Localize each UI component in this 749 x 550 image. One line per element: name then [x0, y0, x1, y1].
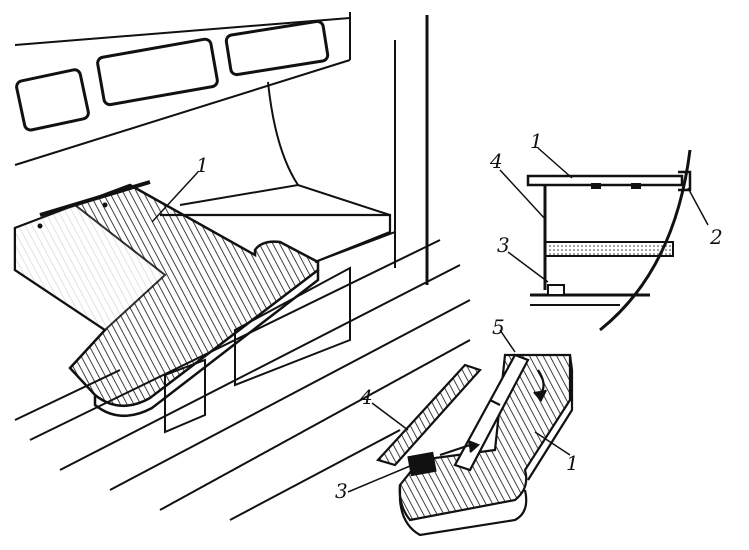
label-1-section: 1 — [530, 129, 543, 153]
label-4-parts: 4 — [359, 385, 373, 409]
leader-lines — [151, 147, 709, 493]
label-3-parts: 3 — [335, 479, 348, 503]
cross-section-view — [526, 149, 692, 332]
exploded-parts — [375, 353, 574, 537]
label-1-parts: 1 — [566, 451, 579, 475]
label-2-section: 2 — [709, 225, 723, 249]
label-4-section: 4 — [489, 149, 503, 173]
table-top-installed — [13, 180, 320, 418]
cabin-windows — [15, 19, 330, 132]
cabin-scene — [14, 12, 471, 521]
label-5-parts: 5 — [492, 315, 505, 339]
label-1-table-installed: 1 — [196, 153, 209, 177]
label-3-section: 3 — [497, 233, 510, 257]
